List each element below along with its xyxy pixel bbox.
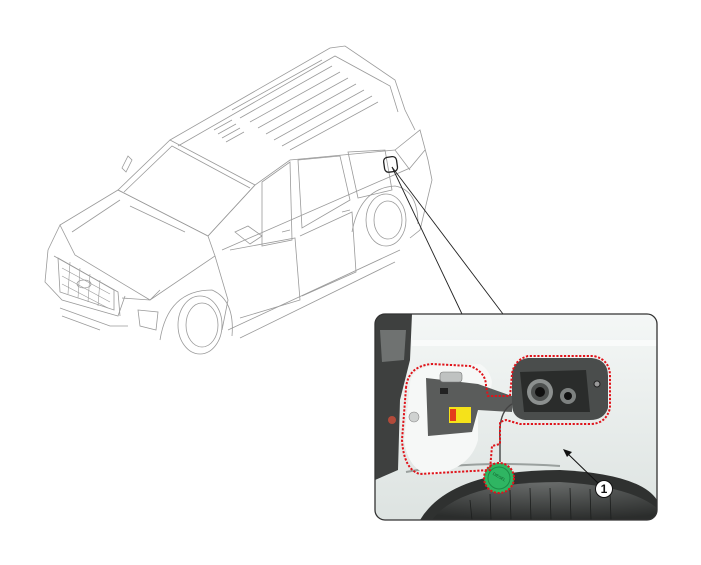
- vehicle-line-drawing: [44, 45, 433, 355]
- fuel-cap: DIESEL: [484, 463, 514, 493]
- detail-inset-photo: DIESEL: [375, 314, 657, 520]
- callout-1-label: 1: [595, 480, 613, 498]
- fuel-door-location-marker: [382, 155, 399, 173]
- highlight-outlines: [400, 355, 611, 494]
- inset-frame: [374, 313, 658, 521]
- callout-1-arrow: [563, 449, 600, 485]
- cap-label: DIESEL: [492, 471, 507, 483]
- inset-leader-lines: [391, 166, 504, 315]
